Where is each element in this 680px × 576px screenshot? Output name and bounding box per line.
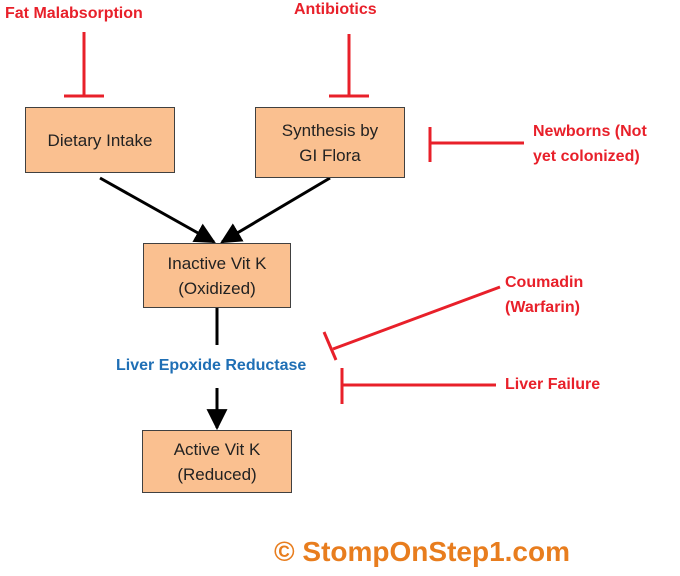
liver-failure-label: Liver Failure — [505, 376, 601, 393]
copyright-credit: © StompOnStep1.com — [274, 536, 570, 567]
inhibit-fat-malabsorption — [64, 32, 104, 98]
active-vit-k-box: Active Vit K (Reduced) — [142, 430, 292, 493]
inhibit-antibiotics — [329, 34, 369, 98]
coumadin-label: Coumadin (Warfarin) — [505, 270, 583, 320]
inactive-vit-k-box: Inactive Vit K (Oxidized) — [143, 243, 291, 308]
dietary-intake-box: Dietary Intake — [25, 107, 175, 173]
synthesis-gi-flora-box: Synthesis by GI Flora — [255, 107, 405, 178]
inactive-label-line1: Inactive Vit K — [167, 253, 267, 273]
newborns-label-line2: yet colonized) — [533, 148, 640, 165]
antibiotics-label: Antibiotics — [294, 1, 377, 18]
fat-malabsorption-label: Fat Malabsorption — [5, 5, 143, 22]
synthesis-label-line2: GI Flora — [299, 145, 361, 165]
inactive-label-line2: (Oxidized) — [178, 278, 256, 298]
coumadin-label-line1: Coumadin — [505, 274, 584, 291]
inhibit-coumadin — [322, 285, 501, 361]
dietary-intake-label: Dietary Intake — [47, 130, 153, 150]
arrow-synthesis-to-inactive — [220, 176, 331, 244]
active-label-line1: Active Vit K — [173, 439, 261, 459]
active-label-line2: (Reduced) — [177, 464, 257, 484]
inhibit-newborns — [428, 127, 524, 162]
arrow-dietary-to-inactive — [99, 176, 216, 244]
inhibit-liver-failure — [340, 368, 496, 404]
newborns-label-line1: Newborns (Not — [533, 123, 647, 140]
coumadin-label-line2: (Warfarin) — [505, 299, 580, 316]
liver-epoxide-reductase-label: Liver Epoxide Reductase — [116, 357, 307, 374]
newborns-label: Newborns (Not yet colonized) — [533, 119, 647, 169]
synthesis-label-line1: Synthesis by — [281, 120, 379, 140]
